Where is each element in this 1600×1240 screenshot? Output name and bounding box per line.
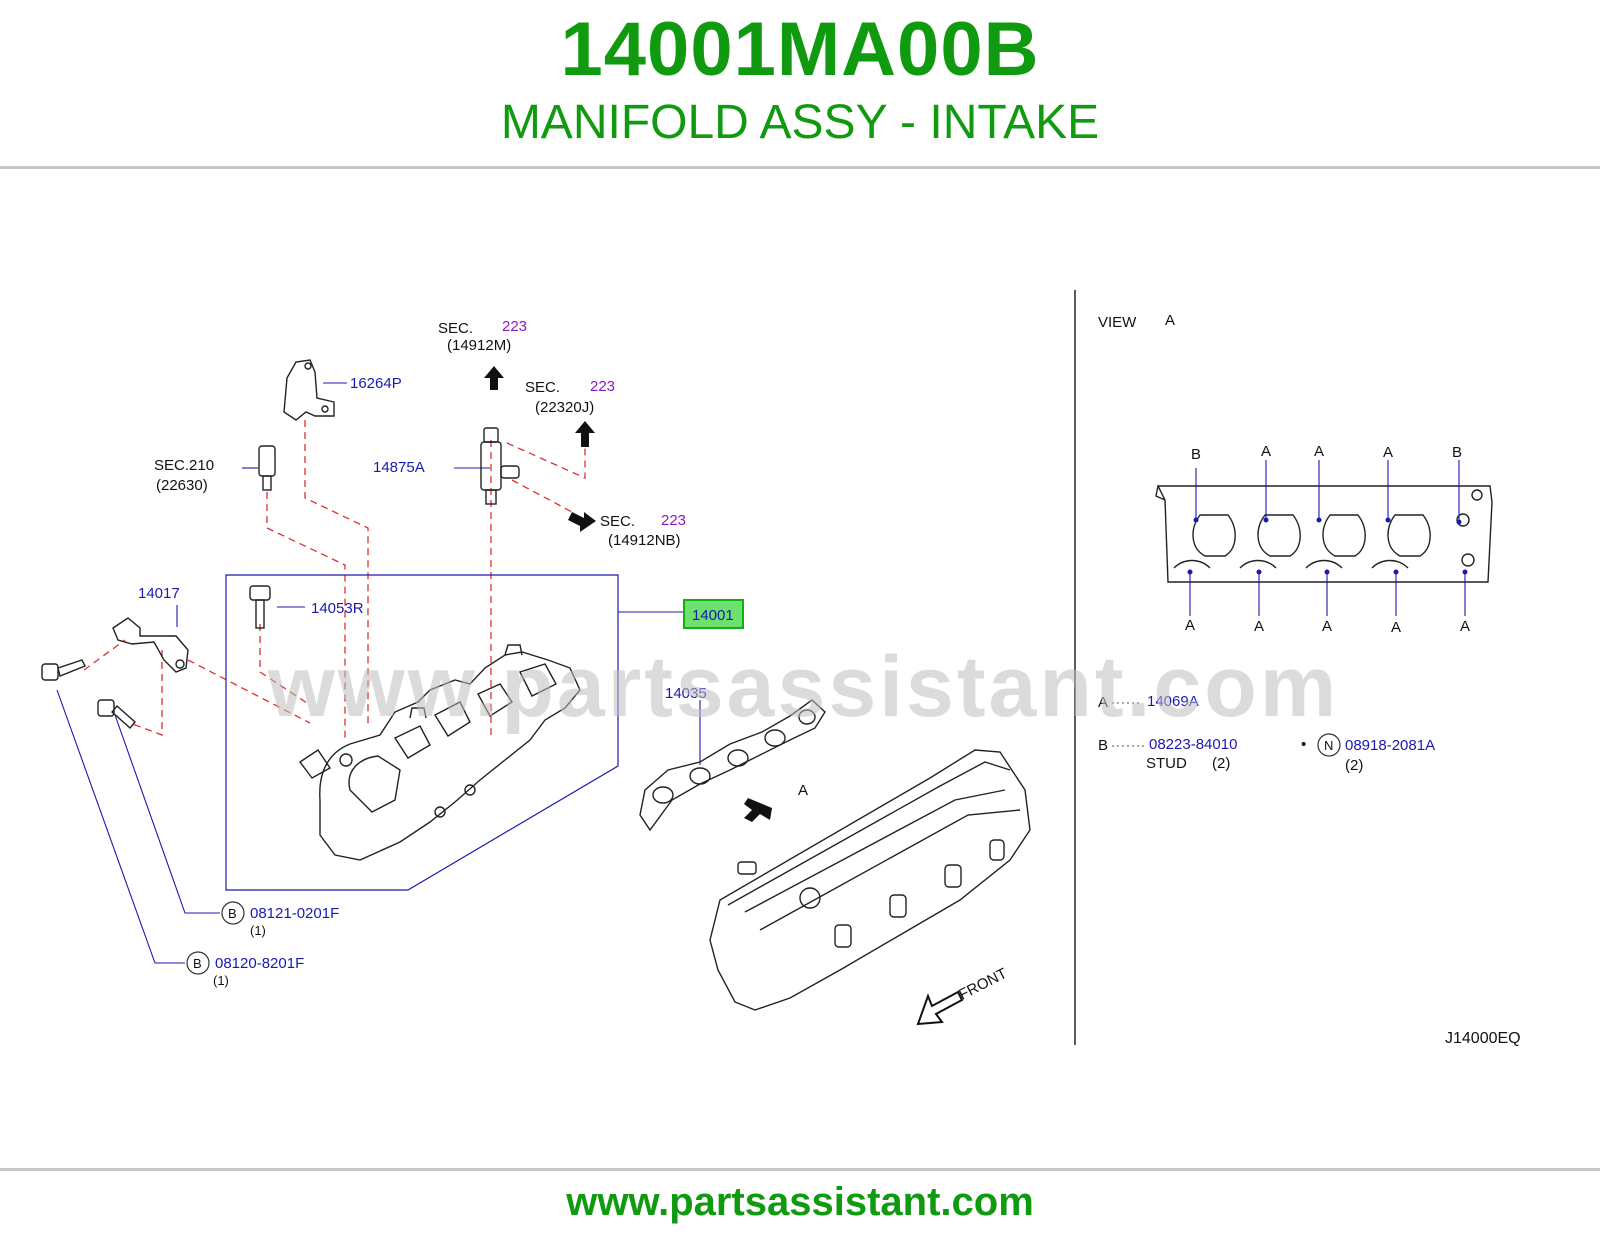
- manifold-group-frame: [225, 574, 619, 891]
- bolt-14053R: [249, 585, 271, 629]
- qty-08121-0201F: (1): [250, 923, 266, 938]
- qty-08120-8201F: (1): [213, 973, 229, 988]
- sec-223-link-top[interactable]: 223: [502, 318, 527, 335]
- sec-210-label: SEC.210: [154, 457, 214, 474]
- front-label: FRONT: [956, 965, 1010, 1004]
- legend-n-qty: (2): [1345, 757, 1363, 774]
- part-number-title: 14001MA00B: [560, 7, 1040, 92]
- watermark: www.partsassistant.com: [267, 639, 1339, 735]
- view-bottom-label: A: [1391, 619, 1401, 636]
- footer-divider: [0, 1168, 1600, 1171]
- legend-b-qty: (2): [1212, 755, 1230, 772]
- callout-14875A[interactable]: 14875A: [373, 459, 425, 476]
- view-bottom-label: A: [1185, 617, 1195, 634]
- legend-n-key: N: [1324, 738, 1333, 753]
- view-top-label: A: [1383, 444, 1393, 461]
- leader-lines: [56, 382, 701, 964]
- legend-b-key: B: [1098, 737, 1108, 754]
- callout-14017[interactable]: 14017: [138, 585, 180, 602]
- view-title: VIEW: [1098, 314, 1137, 331]
- assembly-dash-lines: [83, 420, 586, 740]
- sec-label-top: SEC.: [438, 320, 473, 337]
- sec-ref-14912M: (14912M): [447, 337, 511, 354]
- circled-n-icon: [1317, 733, 1341, 757]
- cylinder-head: [709, 749, 1031, 1011]
- legend-a-key: A: [1098, 694, 1108, 711]
- arrow-up-icon: [575, 421, 595, 447]
- sec-ref-14912NB: (14912NB): [608, 532, 681, 549]
- diagram-code: J14000EQ: [1445, 1030, 1521, 1047]
- view-a-arrow-label: A: [798, 782, 808, 799]
- front-arrow-icon: [916, 990, 964, 1026]
- sensor-22630: [258, 445, 276, 491]
- callout-14001-highlight[interactable]: [683, 599, 744, 629]
- callout-08121-0201F[interactable]: 08121-0201F: [250, 905, 339, 922]
- bolt-08121-0201F: [97, 699, 136, 730]
- view-a-gasket-drawing: [1155, 485, 1493, 583]
- gasket-14035: [639, 699, 826, 832]
- view-bottom-label: A: [1254, 618, 1264, 635]
- legend-part-14069A[interactable]: 14069A: [1147, 693, 1199, 710]
- view-a-arrow-icon: [744, 798, 772, 822]
- view-top-label: B: [1191, 446, 1201, 463]
- sec-223-link-mid[interactable]: 223: [590, 378, 615, 395]
- circled-b-icon: [186, 951, 210, 975]
- valve-14875A: [480, 427, 520, 505]
- sec-label-right: SEC.: [600, 513, 635, 530]
- callout-14001[interactable]: 14001: [692, 607, 734, 624]
- view-top-label: A: [1261, 443, 1271, 460]
- bracket-16264P: [283, 359, 335, 421]
- view-a-leader-lines: [1187, 460, 1468, 616]
- circled-b-letter: B: [228, 906, 237, 921]
- callout-14053R[interactable]: 14053R: [311, 600, 364, 617]
- header-divider: [0, 166, 1600, 169]
- legend-n-bullet: •: [1301, 736, 1306, 753]
- legend-b-desc: STUD: [1146, 755, 1187, 772]
- page-header: 14001MA00B MANIFOLD ASSY - INTAKE: [0, 0, 1600, 168]
- view-bottom-label: A: [1460, 618, 1470, 635]
- arrow-up-icon: [484, 366, 504, 390]
- view-letter: A: [1165, 312, 1175, 329]
- view-bottom-label: A: [1322, 618, 1332, 635]
- sec-223-link-right[interactable]: 223: [661, 512, 686, 529]
- callout-14035[interactable]: 14035: [665, 685, 707, 702]
- sec-ref-22630: (22630): [156, 477, 208, 494]
- bracket-14017: [112, 617, 189, 673]
- sec-ref-22320J: (22320J): [535, 399, 594, 416]
- legend-part-08918-2081A[interactable]: 08918-2081A: [1345, 737, 1435, 754]
- footer-url-link[interactable]: www.partsassistant.com: [566, 1180, 1034, 1224]
- intake-manifold-14001: [298, 644, 581, 861]
- bolt-08120-8201F: [41, 659, 86, 681]
- callout-16264P[interactable]: 16264P: [350, 375, 402, 392]
- circled-b-letter: B: [193, 956, 202, 971]
- circled-b-icon: [221, 901, 245, 925]
- part-name-subtitle: MANIFOLD ASSY - INTAKE: [500, 96, 1100, 149]
- view-top-label: B: [1452, 444, 1462, 461]
- sec-arrows: [484, 366, 596, 532]
- sec-label-mid: SEC.: [525, 379, 560, 396]
- view-top-label: A: [1314, 443, 1324, 460]
- callout-08120-8201F[interactable]: 08120-8201F: [215, 955, 304, 972]
- legend-part-08223-84010[interactable]: 08223-84010: [1149, 736, 1237, 753]
- arrow-right-down-icon: [568, 512, 596, 532]
